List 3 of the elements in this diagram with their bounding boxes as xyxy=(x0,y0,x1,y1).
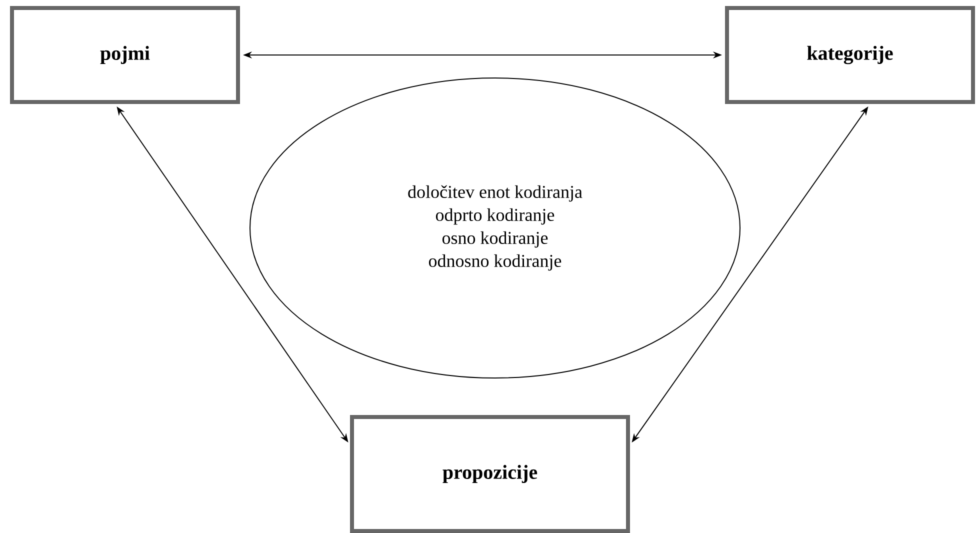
concept-box: kategorije xyxy=(725,6,975,104)
concept-box: pojmi xyxy=(10,6,240,104)
concept-box: propozicije xyxy=(350,415,630,533)
